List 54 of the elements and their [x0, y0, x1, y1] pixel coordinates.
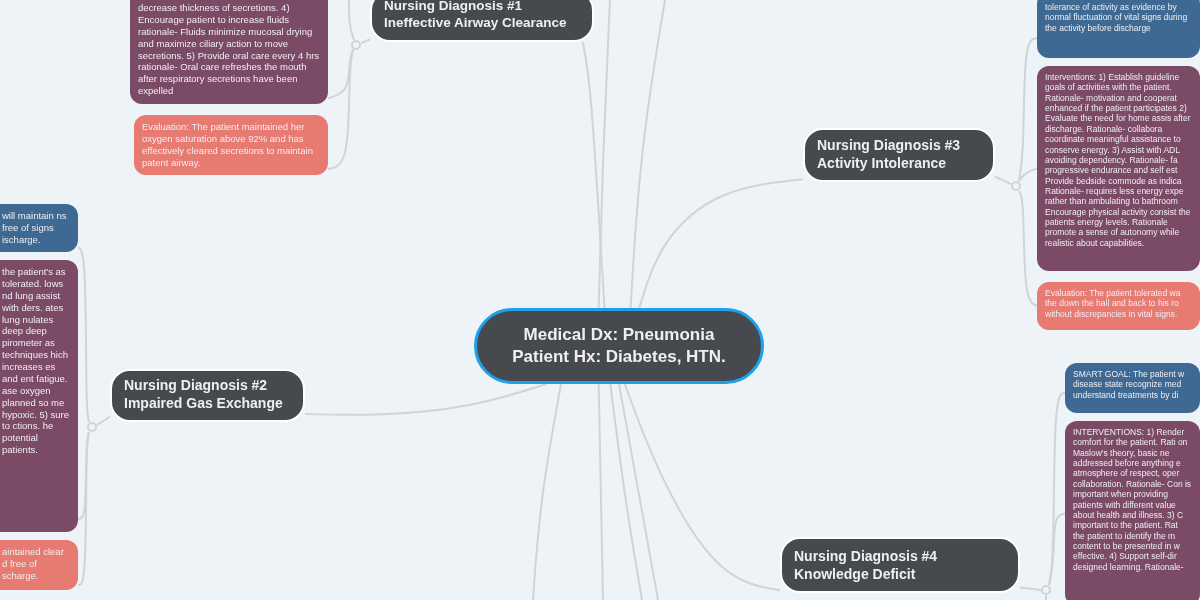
evaluation-card [1037, 282, 1200, 330]
card-text: SMART GOAL: The patient w disease state recognize med understand treatments by di [1073, 369, 1186, 401]
branch-line [1048, 512, 1066, 586]
goal-card [1037, 0, 1200, 58]
topic-label: Nursing Diagnosis #4 Knowledge Deficit [794, 546, 939, 583]
interventions-card [0, 260, 78, 532]
card-text: Evaluation: The patient tolerated wa the down the hall and back to his ro without discrepancies in vital signs. [1045, 288, 1182, 320]
goal-card [1065, 363, 1200, 413]
branch-line [638, 178, 804, 309]
branch-line [581, 41, 606, 309]
branch-line [304, 383, 548, 416]
interventions-card [1037, 66, 1200, 271]
branch-line [77, 431, 90, 586]
topic-label: Nursing Diagnosis #1 Ineffective Airway Clearance [384, 0, 568, 32]
branch-line [96, 415, 111, 426]
card-text: tolerance of activity as evidence by normal fluctuation of vital signs during the activity before discharge [1045, 2, 1189, 34]
topic-box [780, 537, 1020, 593]
branch-line [1018, 37, 1038, 182]
branch-line [597, 383, 604, 600]
branch-line [360, 38, 371, 44]
branch-line [629, 0, 666, 309]
topic-box [110, 369, 305, 422]
interventions-card [130, 0, 328, 104]
branch-line [994, 175, 1012, 185]
topic-label: Nursing Diagnosis #3 Activity Intolerance [817, 135, 962, 172]
goal-card [0, 204, 78, 252]
branch-line [348, 0, 355, 41]
topic-label: Nursing Diagnosis #2 Impaired Gas Exchange [124, 375, 284, 412]
branch-line [532, 383, 562, 600]
branch-line [77, 246, 90, 423]
card-text: decrease thickness of secretions. 4) Encourage patient to increase fluids rationale- Fluids minimize mucosal drying and maximize ciliary action to move secretions. 5) Provide oral care every 4 hrs rationale- Oral care refreshes the mouth after respiratory secretions have been expelled [138, 2, 320, 97]
evaluation-card [0, 540, 78, 590]
branch-line [1019, 586, 1042, 591]
branch-line [618, 383, 659, 600]
card-text: will maintain ns free of signs ischarge. [2, 210, 68, 246]
topic-box [370, 0, 594, 42]
topic-title: Medical Dx: Pneumonia [523, 323, 715, 346]
branch-line [1018, 190, 1038, 307]
topic-title: Patient Hx: Diabetes, HTN. [512, 346, 726, 368]
card-text: Interventions: 1) Establish guideline goals of activities with the patient. Rationale- motivation and cooperat enhanced if the patient participates 2) Evaluate the need for home assis after discharge. Rationale- collabora coordinate meaningful assistance to conserve energy. 3) Assist with ADL avoiding dependency. Rationale- fa progressive endurance and self est Provide bedside commode as indica Rationale- requires less energy expe rather than ambulating to bathroom Encourage physical activity consist the patients energy levels. Rationale promote a sense of autonomy while realistic about capabilities. [1045, 72, 1192, 249]
card-text: the patient's as tolerated. lows nd lung assist with ders. ates lung nulates deep deep pirometer as techniques hich increases es and ent fatigue. ase oxygen planned so me hypoxic. 5) sure to ctions. he potential patients. [2, 266, 70, 456]
branch-line [327, 48, 354, 170]
card-text: Evaluation: The patient maintained her oxygen saturation above 92% and has effectively cleared secretions to maintain patent airway. [142, 121, 314, 169]
evaluation-card [134, 115, 328, 175]
card-text: INTERVENTIONS: 1) Render comfort for the patient. Rati on Maslow's theory, basic ne addressed before anything e atmosphere of respect, oper collaboration. Rationale- Con is important when providing patients with different value about health and illness. 3) C important to the patient. Rat the patient to identify the m content to be presented in w effective. 4) Support self-dir designed learning. Rationale- [1073, 427, 1192, 573]
topic-box [803, 128, 995, 182]
branch-line [1018, 167, 1038, 182]
branch-line [623, 383, 781, 592]
branch-line [609, 383, 643, 600]
card-text: aintained clear d free of scharge. [2, 546, 65, 582]
interventions-card [1065, 421, 1200, 600]
branch-line [327, 48, 354, 100]
branch-line [77, 431, 90, 520]
branch-line [597, 0, 611, 309]
